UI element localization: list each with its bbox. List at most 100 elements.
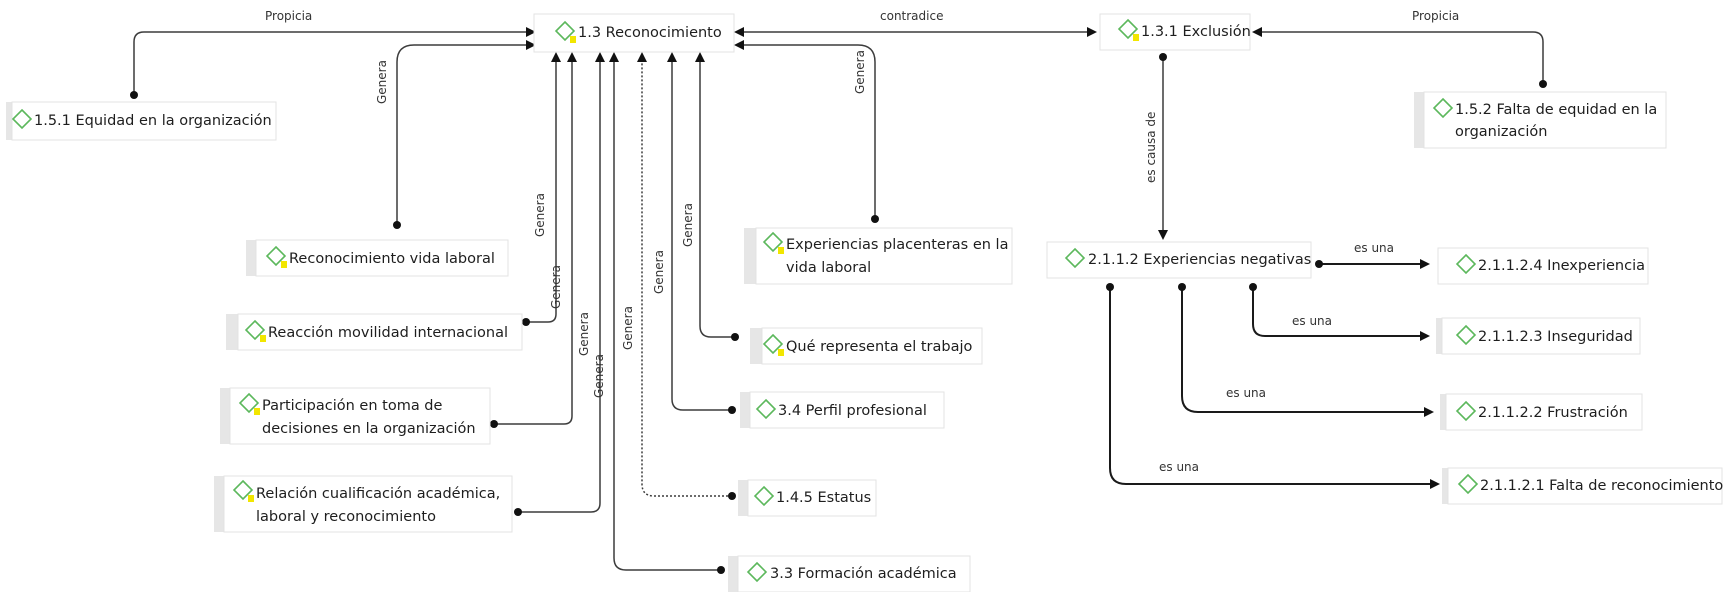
edge-label-es-una: es una xyxy=(1354,241,1394,255)
edge-label-contradice: contradice xyxy=(880,9,943,23)
link-participacion-reconocimiento[interactable] xyxy=(494,60,573,425)
node-estatus[interactable]: 1.4.5 Estatus xyxy=(738,479,877,517)
node-label: 1.3.1 Exclusión xyxy=(1141,24,1251,40)
edge-label-genera: Genera xyxy=(592,354,606,398)
node-label: 1.4.5 Estatus xyxy=(776,490,871,506)
node-reconocimiento[interactable]: 1.3 Reconocimiento xyxy=(533,13,735,53)
arrow-head xyxy=(567,52,577,62)
link-source-dot xyxy=(490,420,498,428)
node-label: Reconocimiento vida laboral xyxy=(289,251,495,267)
edge-labels-layer: Propicia Propicia contradice Genera Gene… xyxy=(265,9,1459,474)
link-perfil-reconocimiento[interactable] xyxy=(671,60,732,411)
arrow-head xyxy=(667,52,677,62)
arrow-head xyxy=(609,52,619,62)
edge-label-es-una: es una xyxy=(1226,386,1266,400)
link-source-dot xyxy=(871,215,879,223)
link-source-dot xyxy=(130,91,138,99)
link-source-dot xyxy=(393,221,401,229)
node-reconocimiento-vida-laboral[interactable]: Reconocimiento vida laboral xyxy=(246,239,509,277)
node-label: Qué representa el trabajo xyxy=(786,339,973,355)
node-label: 1.5.1 Equidad en la organización xyxy=(34,113,272,129)
edge-label-genera: Genera xyxy=(621,306,635,350)
node-frustracion[interactable]: 2.1.1.2.2 Frustración xyxy=(1440,393,1643,431)
link-experiencias-reconocimiento[interactable] xyxy=(744,44,876,219)
node-label: 2.1.1.2.3 Inseguridad xyxy=(1478,329,1633,345)
arrow-head xyxy=(1252,27,1262,37)
edge-label-genera: Genera xyxy=(853,50,867,94)
arrow-head xyxy=(1424,407,1434,417)
arrow-head xyxy=(1158,230,1168,240)
arrow-head xyxy=(695,52,705,62)
node-label: 2.1.1.2.4 Inexperiencia xyxy=(1478,258,1645,274)
node-label-line1: Relación cualificación académica, xyxy=(256,486,500,502)
edge-label-genera: Genera xyxy=(577,312,591,356)
edge-label-genera: Genera xyxy=(549,265,563,309)
nodes-layer: 1.3 Reconocimiento 1.5.1 Equidad en la o… xyxy=(6,13,1723,592)
memo-badge xyxy=(254,408,260,415)
node-exclusion[interactable]: 1.3.1 Exclusión xyxy=(1099,13,1251,51)
memo-badge xyxy=(1133,34,1139,41)
link-expnegativas-inseguridad[interactable] xyxy=(1252,287,1420,337)
edge-label-genera: Genera xyxy=(652,250,666,294)
node-label-line1: Experiencias placenteras en la xyxy=(786,237,1008,253)
node-label: 2.1.1.2 Experiencias negativas xyxy=(1088,252,1311,268)
node-inexperiencia[interactable]: 2.1.1.2.4 Inexperiencia xyxy=(1437,247,1649,285)
edge-label-genera: Genera xyxy=(375,60,389,104)
link-recvida-reconocimiento[interactable] xyxy=(396,44,528,225)
arrow-head xyxy=(1087,27,1097,37)
node-label-line1: 1.5.2 Falta de equidad en la xyxy=(1455,102,1657,118)
arrow-head xyxy=(1420,331,1430,341)
node-falta-equidad[interactable]: 1.5.2 Falta de equidad en la organizació… xyxy=(1414,91,1667,149)
links-layer xyxy=(130,27,1547,574)
node-que-representa[interactable]: Qué representa el trabajo xyxy=(750,327,983,365)
node-inseguridad[interactable]: 2.1.1.2.3 Inseguridad xyxy=(1436,317,1641,355)
arrow-head xyxy=(637,52,647,62)
memo-badge xyxy=(281,261,287,268)
edge-label-genera: Genera xyxy=(681,203,695,247)
link-source-dot xyxy=(717,566,725,574)
node-experiencias-negativas[interactable]: 2.1.1.2 Experiencias negativas xyxy=(1046,241,1312,279)
node-label: 3.3 Formación académica xyxy=(770,566,957,582)
link-source-dot xyxy=(728,492,736,500)
node-falta-reconocimiento[interactable]: 2.1.1.2.1 Falta de reconocimiento xyxy=(1442,467,1723,505)
link-source-dot xyxy=(1178,283,1186,291)
node-label: Reacción movilidad internacional xyxy=(268,325,508,341)
node-label-line1: Participación en toma de xyxy=(262,398,443,414)
memo-badge xyxy=(570,36,576,43)
arrow-head xyxy=(526,40,536,50)
memo-badge xyxy=(248,495,254,502)
link-source-dot xyxy=(1539,80,1547,88)
link-querepresenta-reconocimiento[interactable] xyxy=(699,60,735,338)
arrow-head xyxy=(551,52,561,62)
node-label: 1.3 Reconocimiento xyxy=(578,25,722,41)
link-estatus-reconocimiento[interactable] xyxy=(641,60,732,497)
node-experiencias-placenteras[interactable]: Experiencias placenteras en la vida labo… xyxy=(744,227,1013,285)
memo-badge xyxy=(260,335,266,342)
link-expnegativas-frustracion[interactable] xyxy=(1181,287,1424,413)
node-perfil-profesional[interactable]: 3.4 Perfil profesional xyxy=(740,391,945,429)
node-label: 2.1.1.2.2 Frustración xyxy=(1478,405,1628,421)
link-expnegativas-faltarec[interactable] xyxy=(1109,287,1430,485)
node-participacion[interactable]: Participación en toma de decisiones en l… xyxy=(220,387,491,445)
link-formacion-reconocimiento[interactable] xyxy=(613,60,721,571)
node-label-line2: decisiones en la organización xyxy=(262,421,476,437)
node-reaccion-movilidad[interactable]: Reacción movilidad internacional xyxy=(226,313,523,351)
link-source-dot xyxy=(1159,53,1167,61)
link-source-dot xyxy=(728,406,736,414)
node-formacion-academica[interactable]: 3.3 Formación académica xyxy=(728,555,971,592)
edge-label-es-una: es una xyxy=(1159,460,1199,474)
link-source-dot xyxy=(1249,283,1257,291)
node-label-line2: laboral y reconocimiento xyxy=(256,509,436,525)
memo-badge xyxy=(778,349,784,356)
link-movilidad-reconocimiento[interactable] xyxy=(526,60,557,323)
node-label: 2.1.1.2.1 Falta de reconocimiento xyxy=(1480,478,1723,494)
link-relacion-reconocimiento[interactable] xyxy=(518,60,601,513)
link-faltaequidad-exclusion[interactable] xyxy=(1262,31,1544,84)
link-equidad-reconocimiento[interactable] xyxy=(133,31,528,95)
node-relacion-cualificacion[interactable]: Relación cualificación académica, labora… xyxy=(214,475,513,533)
edge-label-es-causa-de: es causa de xyxy=(1144,112,1158,183)
node-label-line2: organización xyxy=(1455,124,1547,140)
link-source-dot xyxy=(522,318,530,326)
node-equidad[interactable]: 1.5.1 Equidad en la organización xyxy=(6,101,277,141)
